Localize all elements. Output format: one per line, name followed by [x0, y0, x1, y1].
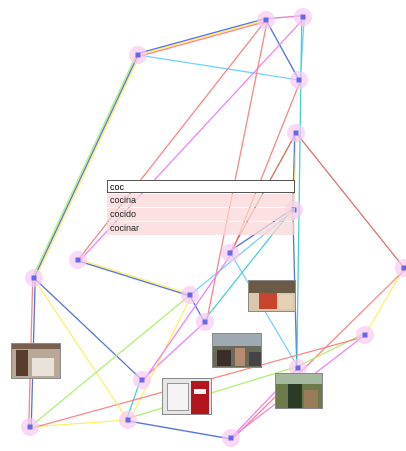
graph-edge	[32, 276, 128, 420]
graph-node-icon[interactable]	[401, 265, 406, 271]
graph-edge	[33, 277, 143, 381]
graph-node-icon[interactable]	[125, 417, 131, 423]
graph-edge	[231, 268, 406, 440]
photo-thumbnail-market[interactable]	[275, 373, 323, 409]
autocomplete-list: cocina cocido cocinar	[107, 194, 295, 236]
graph-node-icon[interactable]	[31, 275, 37, 281]
photo-thumbnail-crowd[interactable]	[212, 333, 262, 368]
graph-edge	[137, 19, 267, 56]
graph-edge	[139, 20, 268, 57]
graph-edge	[128, 295, 192, 422]
graph-edge	[142, 253, 232, 382]
graph-edge	[32, 53, 138, 278]
graph-edge	[29, 294, 191, 428]
graph-edge	[33, 54, 139, 279]
graph-node-icon[interactable]	[187, 292, 193, 298]
graph-node-halo	[395, 259, 406, 277]
graph-edge	[76, 258, 189, 295]
photo-thumbnail-poster[interactable]	[248, 280, 296, 312]
graph-node-icon[interactable]	[75, 257, 81, 263]
graph-edge	[141, 321, 206, 381]
graph-edge	[265, 19, 300, 81]
graph-edge	[129, 420, 233, 440]
graph-edge	[364, 267, 405, 336]
graph-edge	[296, 133, 406, 270]
photo-thumbnail-kitchen[interactable]	[11, 343, 61, 379]
graph-edge	[29, 419, 129, 428]
graph-node-icon[interactable]	[228, 435, 234, 441]
search-input[interactable]	[107, 180, 295, 193]
graph-node-icon[interactable]	[27, 424, 33, 430]
graph-node-icon[interactable]	[295, 365, 301, 371]
suggestion-item-cocinar[interactable]: cocinar	[107, 222, 295, 235]
graph-node-icon[interactable]	[139, 377, 145, 383]
graph-node-icon[interactable]	[135, 52, 141, 58]
graph-node-icon[interactable]	[202, 319, 208, 325]
suggestion-item-cocido[interactable]: cocido	[107, 208, 295, 221]
graph-node-icon[interactable]	[227, 250, 233, 256]
graph-node-icon[interactable]	[296, 77, 302, 83]
graph-edge	[34, 55, 140, 280]
graph-edge	[296, 15, 303, 367]
photo-thumbnail-cola[interactable]	[162, 378, 212, 415]
suggestion-item-cocina[interactable]: cocina	[107, 194, 295, 207]
graph-node-icon[interactable]	[263, 17, 269, 23]
graph-edge	[79, 260, 192, 297]
graph-node-icon[interactable]	[362, 332, 368, 338]
graph-edge	[137, 54, 300, 81]
graph-node-icon[interactable]	[300, 14, 306, 20]
graph-node-icon[interactable]	[293, 130, 299, 136]
graph-edge	[136, 18, 265, 55]
